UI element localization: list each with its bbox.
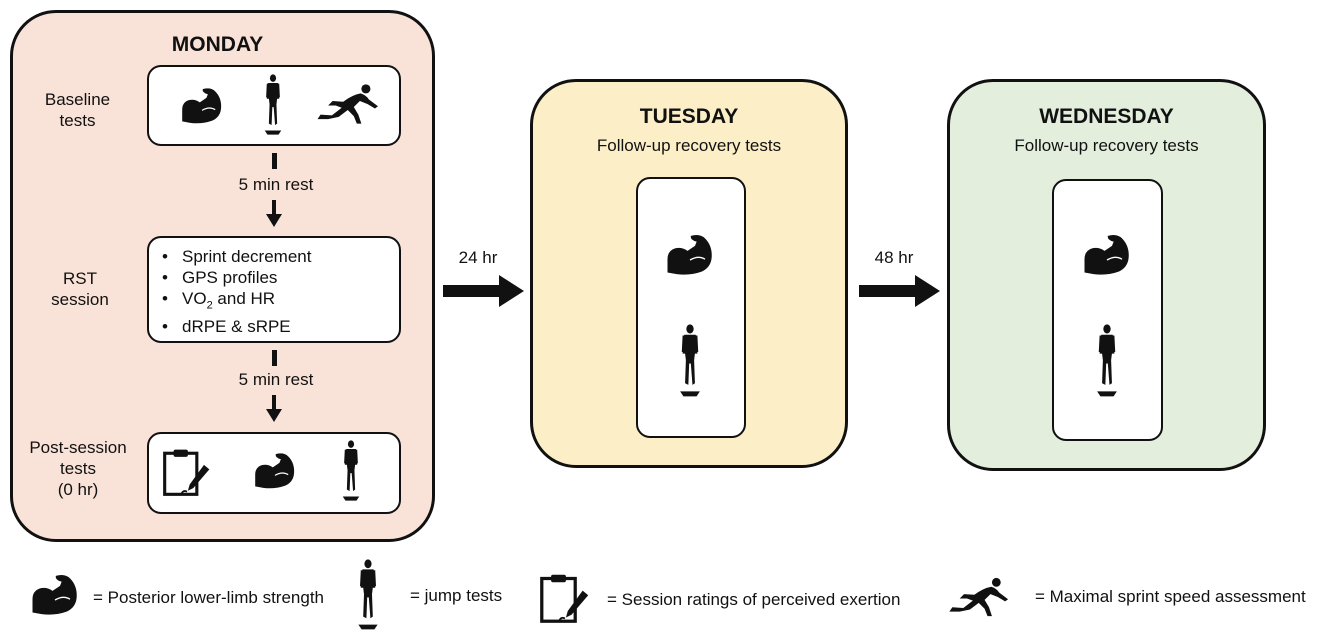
rest-label-2: 5 min rest — [238, 370, 314, 389]
wednesday-subtitle: Follow-up recovery tests — [1014, 136, 1199, 155]
sprinter-icon — [313, 80, 381, 128]
legend-jump: = jump tests — [410, 586, 503, 605]
list-item: Sprint decrement — [160, 246, 390, 267]
flexed-arm-icon — [665, 232, 715, 278]
right-arrow-icon — [859, 275, 940, 307]
jumper-icon — [355, 559, 381, 631]
jumper-icon — [677, 324, 703, 398]
jumper-icon — [262, 74, 284, 136]
wednesday-title: WEDNESDAY — [1039, 105, 1174, 128]
clipboard-icon — [162, 446, 212, 498]
flexed-arm-icon — [253, 450, 297, 492]
arrow-48hr-label: 48 hr — [874, 248, 914, 267]
right-arrow-icon — [443, 275, 524, 307]
clipboard-icon — [539, 571, 591, 625]
tuesday-subtitle: Follow-up recovery tests — [596, 136, 782, 155]
jumper-icon — [340, 440, 362, 502]
sprinter-icon — [945, 574, 1011, 620]
rest-label-1: 5 min rest — [238, 175, 314, 194]
dash-connector — [272, 153, 277, 169]
legend-strength: = Posterior lower-limb strength — [93, 588, 325, 607]
rst-session-label: RST session — [51, 269, 109, 309]
dash-connector — [272, 350, 277, 366]
arrow-24hr-label: 24 hr — [458, 248, 498, 267]
monday-title: MONDAY — [171, 33, 264, 56]
rst-measures-list: Sprint decrement GPS profiles VO2 and HR… — [160, 246, 390, 337]
list-item: dRPE & sRPE — [160, 316, 390, 337]
wednesday-tests-box — [1052, 179, 1163, 441]
flexed-arm-icon — [30, 572, 80, 618]
post-session-label: Post-session tests (0 hr) — [29, 438, 127, 499]
baseline-tests-label: Baseline tests — [44, 90, 111, 130]
flexed-arm-icon — [180, 85, 224, 127]
tuesday-title: TUESDAY — [639, 105, 739, 128]
legend-rpe: = Session ratings of perceived exertion — [607, 590, 901, 609]
list-item: VO2 and HR — [160, 288, 390, 316]
jumper-icon — [1094, 324, 1120, 398]
down-arrow-icon — [266, 200, 282, 227]
tuesday-tests-box — [636, 177, 746, 438]
flexed-arm-icon — [1082, 232, 1132, 278]
down-arrow-icon — [266, 395, 282, 422]
legend-sprint: = Maximal sprint speed assessment — [1035, 587, 1306, 606]
list-item: GPS profiles — [160, 267, 390, 288]
